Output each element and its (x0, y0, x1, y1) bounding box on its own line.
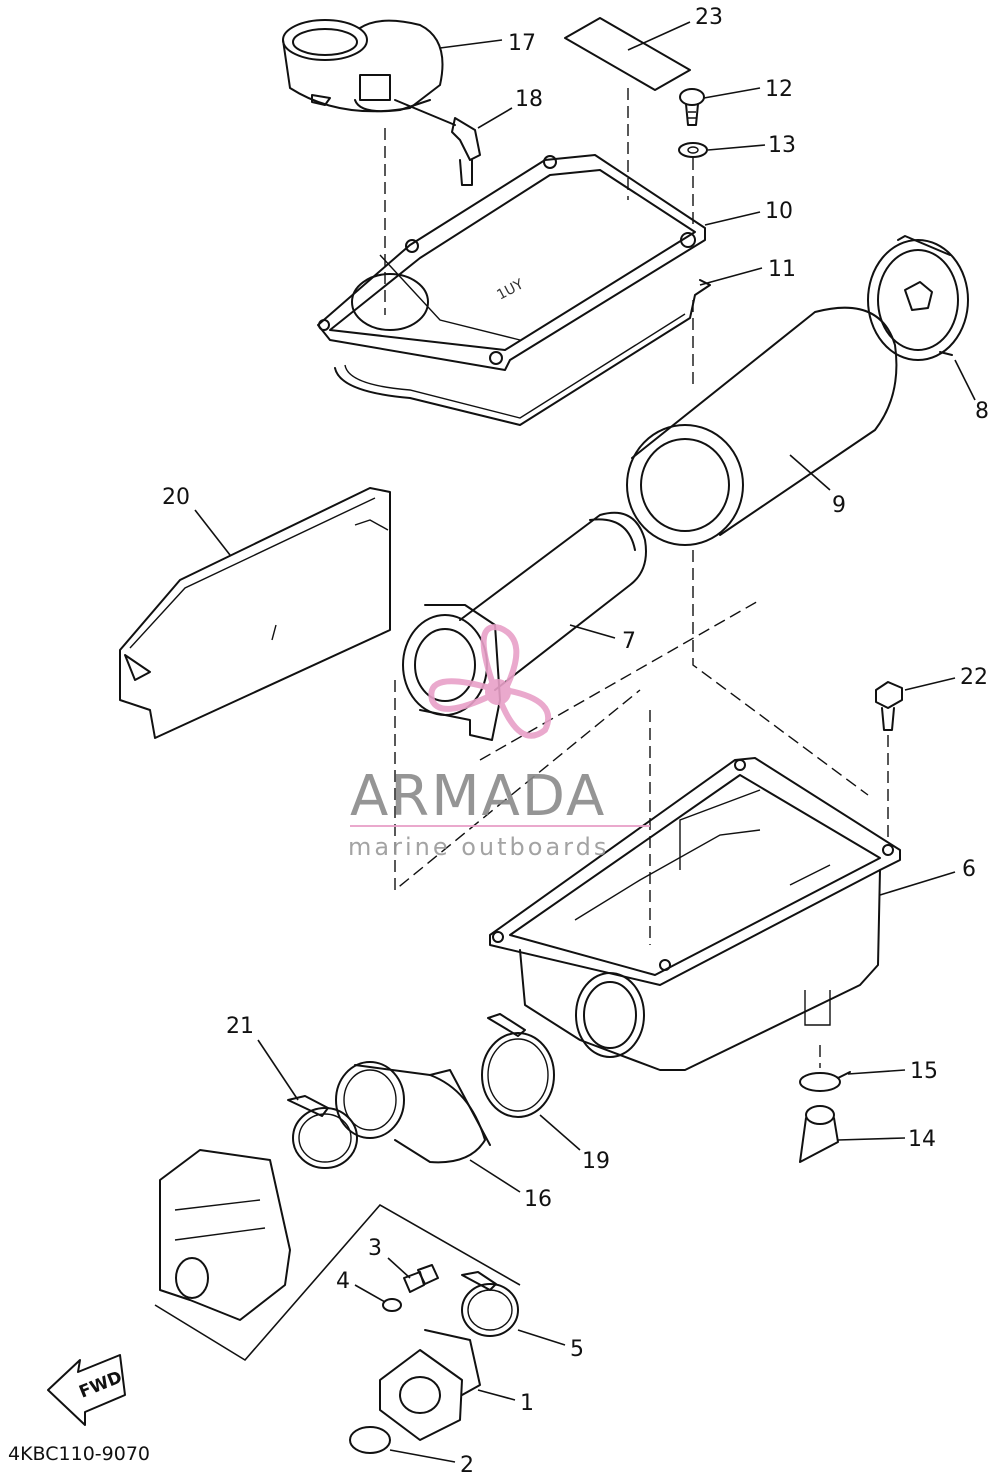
part-21-clamp (287, 1095, 358, 1169)
part-5-clamp (461, 1271, 519, 1337)
part-6-air-cleaner-case (489, 757, 901, 1071)
part-19-clamp (481, 1013, 555, 1118)
callout-1: 1 (520, 1391, 534, 1416)
callout-4: 4 (336, 1269, 350, 1294)
callout-19: 19 (582, 1149, 610, 1174)
callout-6: 6 (962, 857, 976, 882)
part-17-intake-duct (282, 19, 444, 113)
callout-13: 13 (768, 133, 796, 158)
part-10-air-cleaner-cap (317, 154, 706, 371)
callout-11: 11 (768, 257, 796, 282)
part-22-bolt (875, 681, 903, 731)
callout-20: 20 (162, 485, 190, 510)
case-marking: 1UY (494, 276, 526, 303)
watermark: ARMADA marine outboards (348, 624, 650, 861)
part-11-gasket (334, 279, 711, 426)
part-13-washer (678, 142, 708, 158)
callout-21: 21 (226, 1014, 254, 1039)
callout-12: 12 (765, 77, 793, 102)
part-15-clip (799, 1071, 851, 1092)
part-16-joint (335, 1061, 491, 1164)
part-2-o-ring (349, 1426, 391, 1454)
fwd-arrow-icon: FWD (47, 1354, 126, 1426)
part-9-filter-element (626, 306, 898, 546)
callout-22: 22 (960, 665, 988, 690)
engine-reference (154, 1149, 521, 1362)
watermark-brand: ARMADA (350, 764, 606, 829)
diagram-code: 4KBC110-9070 (8, 1443, 150, 1465)
callout-23: 23 (695, 5, 723, 30)
part-18-elbow-hose (394, 99, 481, 186)
watermark-tagline: marine outboards (348, 833, 609, 861)
callout-10: 10 (765, 199, 793, 224)
part-1-joint (379, 1329, 481, 1441)
leader-lines (194, 21, 976, 1463)
part-12-screw (679, 88, 705, 126)
callout-9: 9 (832, 493, 846, 518)
callout-18: 18 (515, 87, 543, 112)
callout-3: 3 (368, 1236, 382, 1261)
callout-14: 14 (908, 1127, 936, 1152)
part-4-washer (382, 1298, 402, 1312)
part-14-drain (799, 1105, 839, 1163)
propeller-logo-icon (428, 624, 552, 739)
part-3-bolt (403, 1264, 439, 1293)
callout-7: 7 (622, 629, 636, 654)
callout-17: 17 (508, 31, 536, 56)
part-23-label (564, 17, 691, 91)
part-8-end-cap (867, 235, 969, 361)
callout-2: 2 (460, 1453, 474, 1478)
part-20-plate (119, 487, 391, 739)
assembly-lines (384, 88, 889, 1068)
callout-8: 8 (975, 399, 989, 424)
callout-15: 15 (910, 1059, 938, 1084)
callout-5: 5 (570, 1337, 584, 1362)
callout-16: 16 (524, 1187, 552, 1212)
